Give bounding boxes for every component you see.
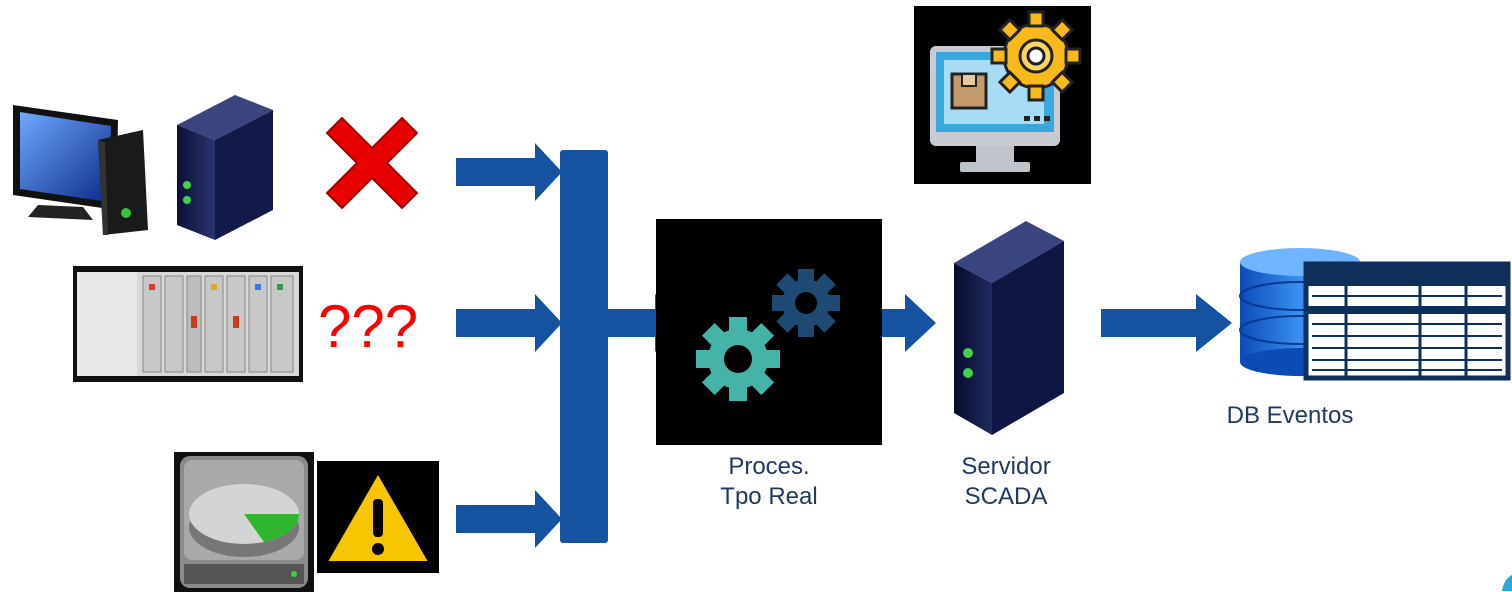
server-tower-icon xyxy=(946,213,1066,439)
processor-label-line1: Proces. xyxy=(728,453,810,480)
server-tower-icon xyxy=(177,95,273,240)
hard-drive-icon xyxy=(174,452,314,592)
plc-rack-icon xyxy=(73,266,303,382)
gears-icon xyxy=(656,219,882,445)
database-table-icon xyxy=(1239,248,1511,381)
processor-label-line2: Tpo Real xyxy=(720,483,818,510)
scada-label-line1: Servidor xyxy=(961,453,1051,480)
input-arrow-3 xyxy=(456,490,562,548)
red-x-icon xyxy=(325,116,419,210)
question-marks: ??? xyxy=(318,293,419,360)
database-label: DB Eventos xyxy=(1226,402,1354,429)
scada-label-line2: SCADA xyxy=(964,483,1048,510)
processor-label: Proces. Tpo Real xyxy=(656,452,882,512)
scada-to-db-arrow xyxy=(1101,294,1232,352)
input-arrow-2 xyxy=(456,294,562,352)
corner-accent xyxy=(1502,575,1512,591)
processor-to-scada-arrow xyxy=(882,294,936,352)
desktop-computer-icon xyxy=(13,105,148,235)
scada-label: Servidor SCADA xyxy=(946,452,1066,512)
monitor-settings-icon xyxy=(914,6,1091,184)
warning-icon xyxy=(317,461,439,573)
input-arrow-1 xyxy=(456,143,562,201)
collector-bus xyxy=(560,150,608,543)
